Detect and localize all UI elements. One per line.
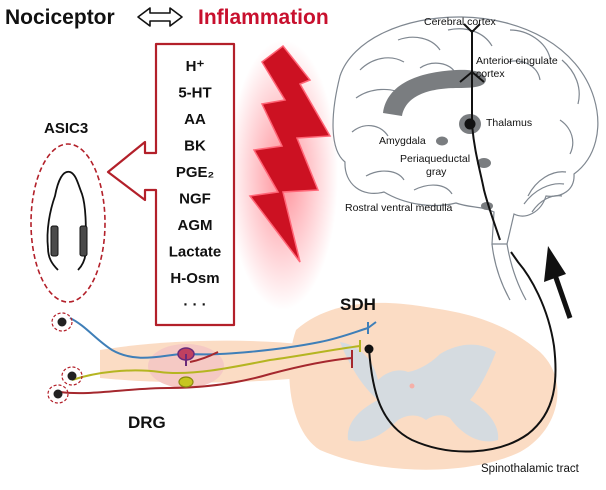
upward-arrow-icon <box>544 246 573 319</box>
mediator-item: H⁺ <box>186 58 205 75</box>
asic3-channel <box>30 143 106 303</box>
mediator-item: AGM <box>178 217 213 234</box>
mediator-item: AA <box>184 111 206 128</box>
spinothalamic-label: Spinothalamic tract <box>481 463 580 475</box>
amygdala-region <box>436 136 448 146</box>
rvm-label: Rostral ventral medulla <box>345 202 453 214</box>
brain-illustration <box>332 16 599 301</box>
mediator-item: 5-HT <box>178 85 211 102</box>
inflammation-title: Inflammation <box>198 6 329 29</box>
brain-labels: Cerebral cortex Anterior cingulate corte… <box>345 16 558 214</box>
pag-region <box>477 158 491 168</box>
sdh-label: SDH <box>340 295 376 314</box>
lightning-bolt-icon <box>228 40 338 310</box>
drg-cell-bodies <box>177 347 195 388</box>
anterior-cingulate-label-line1: Anterior cingulate <box>476 55 558 67</box>
periaqueductal-label-line2: gray <box>426 166 447 178</box>
anterior-cingulate-label-line2: cortex <box>476 68 505 80</box>
mediator-box <box>106 42 236 327</box>
ascending-pathway <box>459 23 501 241</box>
nociceptor-title: Nociceptor <box>5 6 115 29</box>
mediator-item: H-Osm <box>170 270 219 287</box>
cerebral-cortex-label: Cerebral cortex <box>424 16 497 28</box>
anterior-cingulate-region <box>383 69 486 116</box>
double-arrow-icon <box>137 7 183 27</box>
spinothalamic-tract <box>364 251 557 453</box>
periaqueductal-label-line1: Periaqueductal <box>400 153 470 165</box>
mediator-item: · · · <box>183 297 206 314</box>
drg-label: DRG <box>128 413 166 432</box>
mediator-item: BK <box>184 138 206 155</box>
mediator-item: NGF <box>179 191 211 208</box>
nerve-endings <box>47 312 83 404</box>
thalamus-label: Thalamus <box>486 117 532 129</box>
mediator-item: PGE₂ <box>176 164 214 181</box>
mediator-item: Lactate <box>169 244 222 261</box>
spinal-cord <box>100 302 558 470</box>
asic3-label: ASIC3 <box>44 120 88 137</box>
amygdala-label: Amygdala <box>379 135 426 147</box>
